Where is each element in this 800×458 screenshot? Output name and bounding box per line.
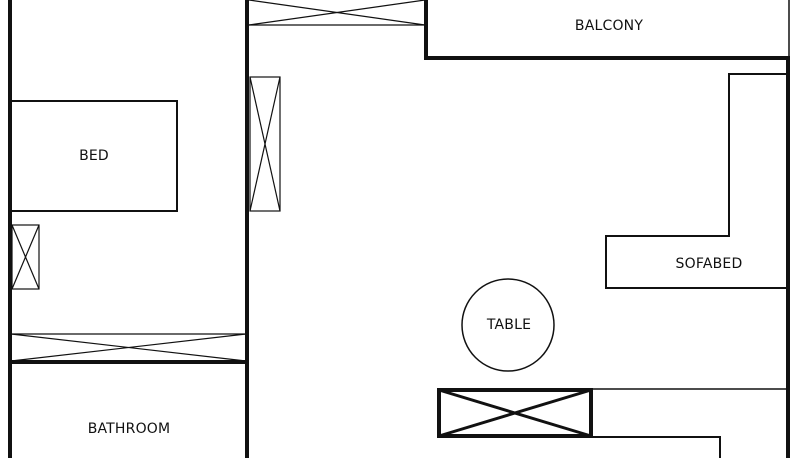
- balcony-wall: [424, 0, 790, 60]
- sofabed: [605, 73, 788, 289]
- wardrobe: [249, 76, 281, 212]
- table-label: TABLE: [486, 317, 532, 333]
- kitchen-unit: [437, 388, 593, 438]
- balcony-label: BALCONY: [574, 18, 644, 34]
- bed: [10, 100, 178, 212]
- counter-bottom-line: [591, 436, 721, 458]
- sofabed-label: SOFABED: [675, 256, 743, 272]
- bed-label: BED: [79, 148, 109, 164]
- table: [461, 278, 555, 372]
- small-cabinet: [11, 224, 40, 290]
- bathroom-label: BATHROOM: [87, 421, 171, 437]
- bedroom-wardrobe: [10, 333, 247, 362]
- top-cupboard: [248, 0, 426, 26]
